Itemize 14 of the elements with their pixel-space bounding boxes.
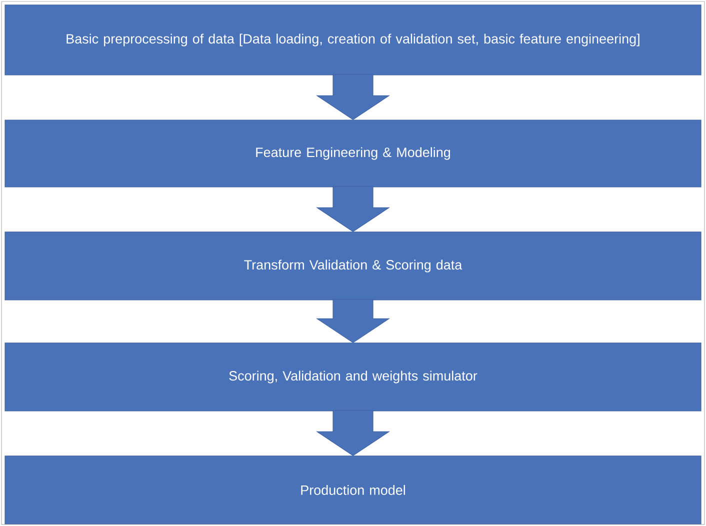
box-text: Feature Engineering & Modeling [256, 147, 450, 160]
process-box [4, 232, 702, 300]
box-text: Production model [301, 485, 405, 495]
block-arrow [316, 299, 390, 344]
block-arrow [316, 410, 390, 456]
block-arrow [316, 186, 390, 232]
box-text: Basic preprocessing of data [Data loading, creation of validation set, basic feature engineering] [66, 34, 640, 46]
process-box [4, 456, 702, 524]
process-box [4, 4, 702, 76]
block-arrow [316, 74, 390, 120]
box-text: Transform Validation & Scoring data [244, 260, 462, 272]
process-box [4, 342, 702, 412]
box-text: Scoring, Validation and weights simulator [229, 370, 478, 384]
process-box [4, 120, 702, 188]
